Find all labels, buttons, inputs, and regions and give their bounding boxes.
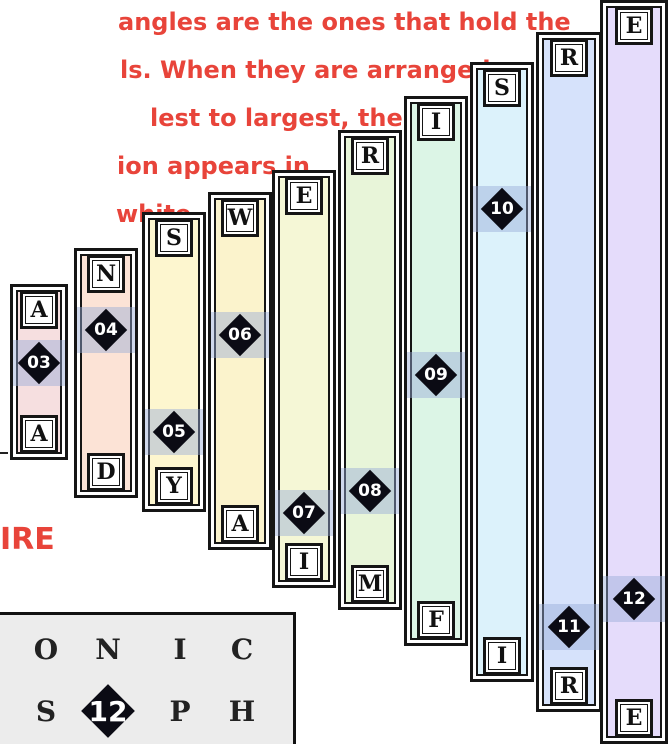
grid-cell: C [230,632,254,666]
number-marker: 07 [275,490,333,536]
marker-number: 03 [27,353,51,373]
grid-cell: S [35,694,57,728]
number-marker: 10 [473,186,531,232]
bar-07: E I 07 [272,170,336,588]
grid-cell: I [173,632,187,666]
bar-08: R M 08 [338,130,402,610]
bar-04: N D 04 [74,248,138,498]
bar-top-letter: W [221,199,259,237]
bar-10: S I 10 [470,62,534,682]
grid-cell: P [169,694,191,728]
bar-09: I F 09 [404,96,468,646]
bar-03: A A 03 [10,284,68,460]
number-marker: 12 [603,576,665,622]
bar-11: R R 11 [536,32,602,712]
title-fragment: IRE [0,522,55,557]
bar-top-letter: E [285,177,323,215]
grid-cell: N [95,632,121,666]
number-marker: 08 [341,468,399,514]
bar-top-letter: R [550,39,588,77]
bar-05: S Y 05 [142,212,206,512]
grid-cell: O [33,632,59,666]
divider-left [0,452,8,454]
marker-number: 06 [228,325,252,345]
marker-number: 08 [358,481,382,501]
number-marker: 05 [145,409,203,455]
clue-line-3: lest to largest, the [150,104,403,132]
marker-number: 11 [557,617,581,637]
bar-bottom-letter: E [615,699,653,737]
bar-bottom-letter: R [550,667,588,705]
bar-top-letter: S [155,219,193,257]
bar-bottom-letter: I [483,637,521,675]
clue-line-2: ls. When they are arranged [120,56,491,84]
bar-12: E E 12 [600,0,668,744]
bar-top-letter: A [20,291,58,329]
number-marker: 09 [407,352,465,398]
marker-number: 07 [292,503,316,523]
marker-number: 12 [622,589,646,609]
bar-bottom-letter: D [87,453,125,491]
bar-top-letter: I [417,103,455,141]
bar-bottom-letter: A [221,505,259,543]
number-marker: 06 [211,312,269,358]
number-marker: 11 [539,604,599,650]
grid-cell-number: 12 [88,694,128,728]
bar-top-letter: R [351,137,389,175]
number-marker: 03 [13,340,65,386]
marker-number: 04 [94,320,118,340]
bar-bottom-letter: F [417,601,455,639]
marker-number: 09 [424,365,448,385]
bar-top-letter: N [87,255,125,293]
bar-bottom-letter: I [285,543,323,581]
bar-06: W A 06 [208,192,272,550]
bar-bottom-letter: A [20,415,58,453]
bar-bottom-letter: M [351,565,389,603]
marker-number: 10 [490,199,514,219]
letter-grid: O N I C S 12 P H [0,612,296,744]
number-marker: 04 [77,307,135,353]
bar-top-letter: S [483,69,521,107]
bar-bottom-letter: Y [155,467,193,505]
grid-cell: H [228,694,256,728]
bar-top-letter: E [615,7,653,45]
marker-number: 05 [162,422,186,442]
clue-line-1: angles are the ones that hold the [118,8,571,36]
